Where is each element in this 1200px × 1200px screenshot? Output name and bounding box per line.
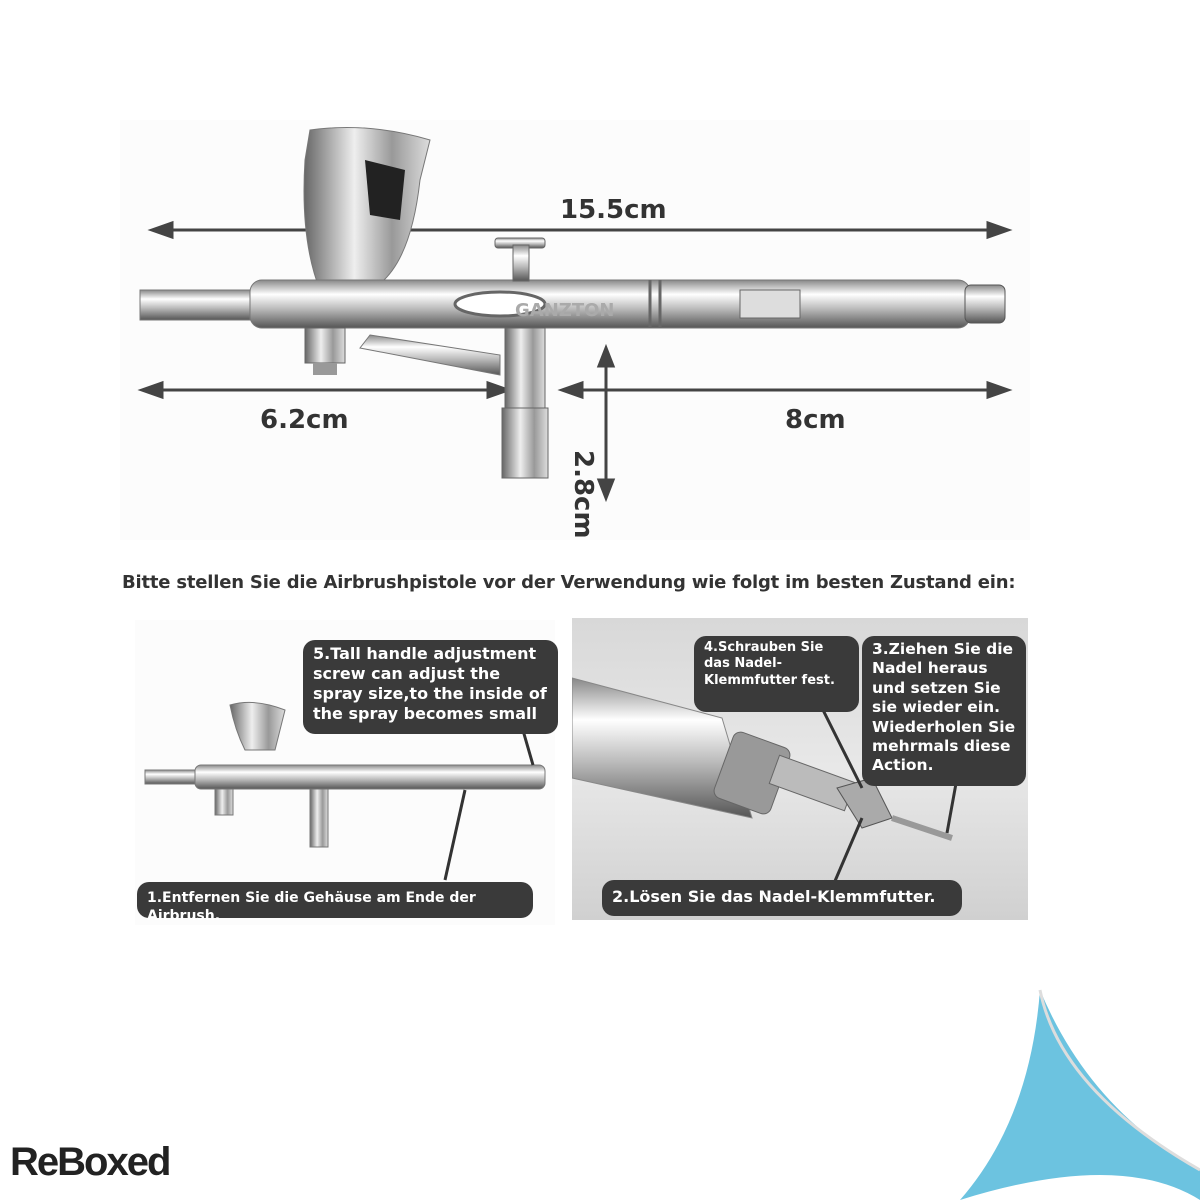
callout-step5: 5.Tall handle adjustment screw can adjus… [303, 640, 558, 734]
step-panel-left: 5.Tall handle adjustment screw can adjus… [135, 620, 558, 925]
label-front-length: 6.2cm [260, 405, 349, 435]
callout-step2: 2.Lösen Sie das Nadel-Klemmfutter. [602, 880, 962, 916]
dimension-line-height [596, 343, 616, 503]
page-curl-accent [960, 989, 1200, 1200]
instruction-heading: Bitte stellen Sie die Airbrushpistole vo… [122, 572, 1016, 593]
callout-step4: 4.Schrauben Sie das Nadel-Klemmfutter fe… [694, 636, 859, 712]
dimension-line-front [137, 380, 513, 400]
needle-chuck-illustration [571, 677, 959, 889]
label-height: 2.8cm [568, 450, 598, 539]
dimension-line-total [147, 220, 1013, 240]
airbrush-illustration: GANZTON [137, 127, 1013, 503]
dimension-diagram: GANZTON 15.5cm 6.2cm 8cm 2.8cm [120, 120, 1030, 540]
label-rear-length: 8cm [785, 405, 846, 435]
brand-engraving: GANZTON [515, 300, 614, 321]
label-total-length: 15.5cm [560, 195, 667, 225]
callout-step1: 1.Entfernen Sie die Gehäuse am Ende der … [137, 882, 533, 924]
callout-step3: 3.Ziehen Sie die Nadel heraus und setzen… [862, 636, 1026, 786]
step-panel-right: 4.Schrauben Sie das Nadel-Klemmfutter fe… [571, 618, 1028, 920]
reboxed-logo: ReBoxed [10, 1140, 171, 1184]
dimension-line-rear [557, 380, 1013, 400]
